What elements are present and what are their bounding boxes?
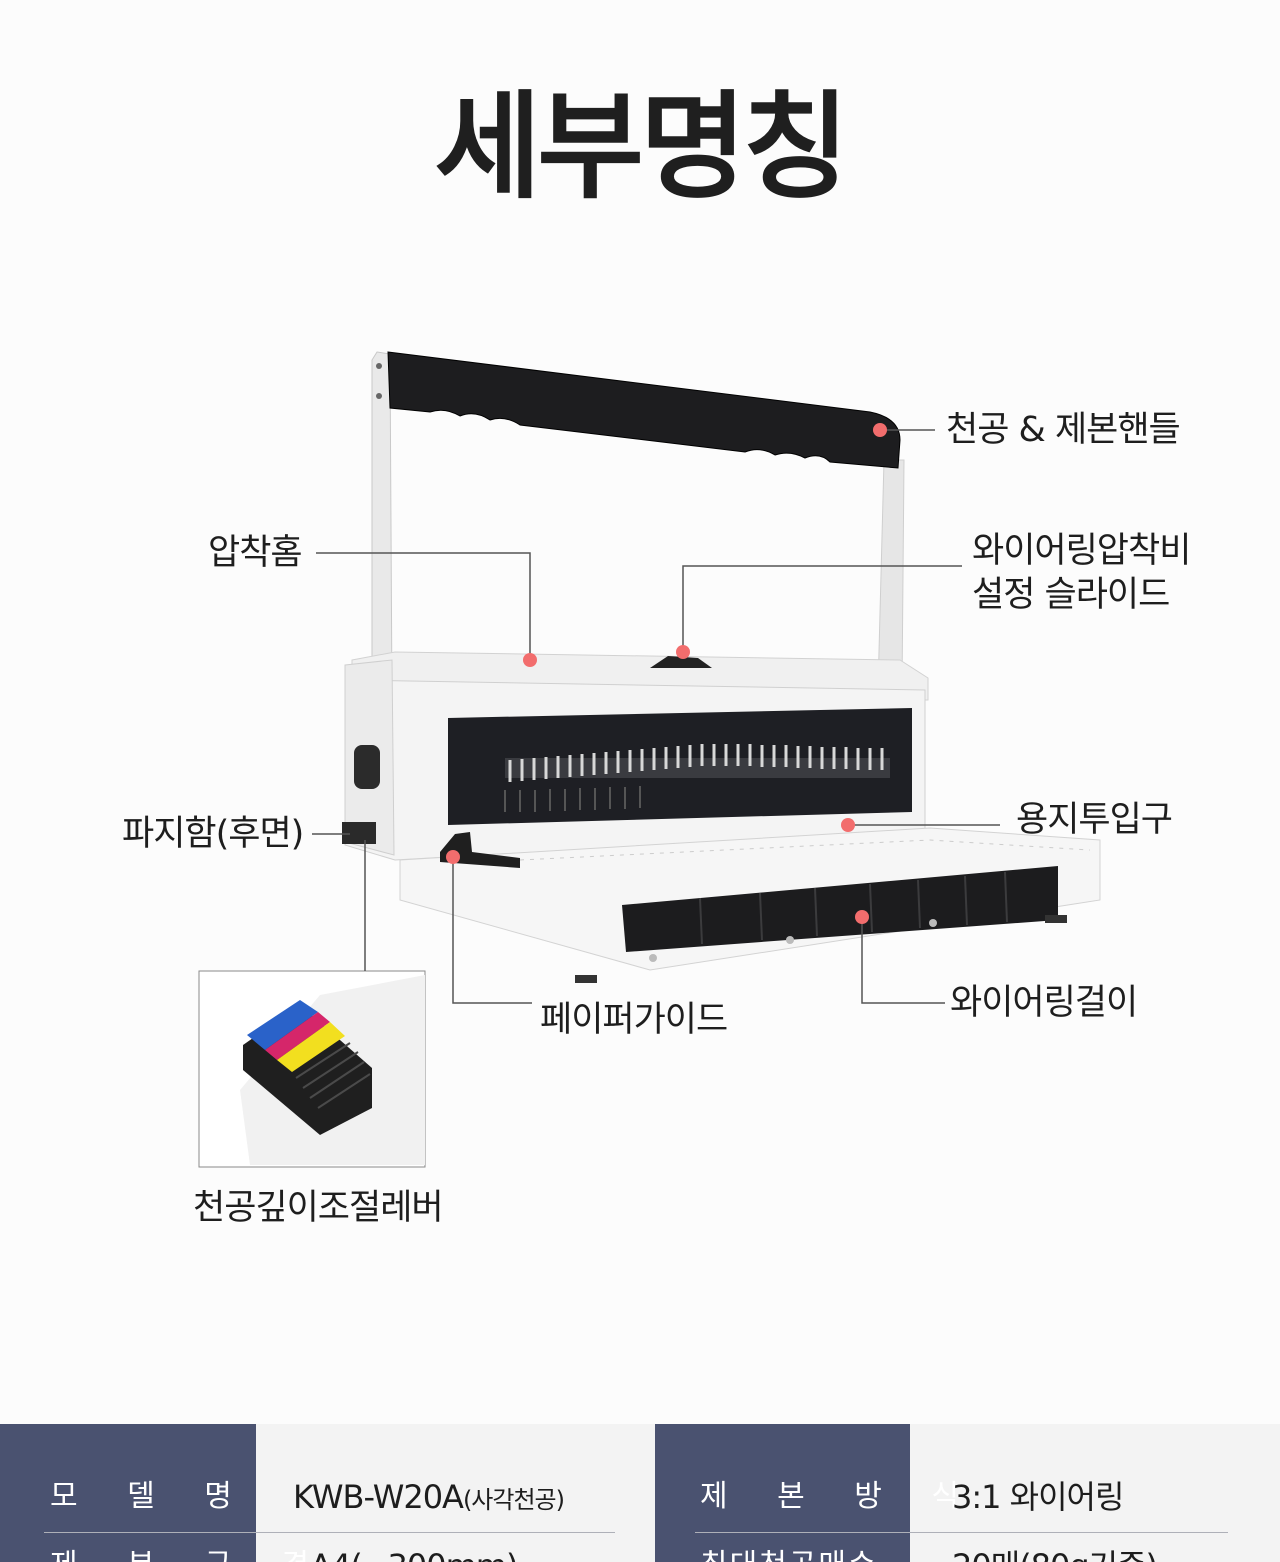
label-wire-hanger: 와이어링걸이 — [950, 983, 1138, 1023]
spec-value-model-name: KWB-W20A — [293, 1478, 464, 1516]
spec-value-model-note: (사각천공) — [462, 1486, 565, 1514]
spec-value-size: A4(~300mm) — [310, 1546, 518, 1562]
label-depth-lever: 천공깊이조절레버 — [193, 1188, 444, 1228]
spec-row-divider — [695, 1532, 1228, 1533]
label-handle: 천공 & 제본핸들 — [946, 410, 1181, 450]
spec-label-capacity: 최대천공매수 — [700, 1546, 878, 1562]
spec-row-divider — [44, 1532, 615, 1533]
spec-header-col-left — [0, 1424, 256, 1562]
label-slide-line2: 설정 슬라이드 — [972, 575, 1170, 615]
label-slide: 와이어링압착비 설정 슬라이드 — [972, 529, 1212, 617]
label-chip-box: 파지함(후면) — [122, 814, 304, 854]
label-paper-inlet: 용지투입구 — [1016, 800, 1173, 840]
spec-value-col-right — [910, 1424, 1280, 1562]
spec-value-capacity: 20매(80g기준) — [952, 1546, 1158, 1562]
label-slide-line1: 와이어링압착비 — [972, 531, 1191, 571]
spec-value-binding: 3:1 와이어링 — [952, 1478, 1124, 1516]
label-paper-guide: 페이퍼가이드 — [540, 1000, 728, 1040]
spec-header-col-right — [655, 1424, 910, 1562]
spec-value-col-left — [256, 1424, 655, 1562]
spec-table: 모 델 명 KWB-W20A(사각천공) 제 본 방 식 3:1 와이어링 제 … — [0, 1424, 1280, 1562]
spec-value-model: KWB-W20A(사각천공) — [293, 1477, 565, 1520]
page-title: 세부명칭 — [434, 80, 850, 215]
label-groove: 압착홈 — [208, 533, 303, 573]
spec-label-binding: 제 본 방 식 — [700, 1479, 980, 1514]
spec-label-size: 제 본 규 격 — [50, 1546, 329, 1562]
spec-label-model: 모 델 명 — [50, 1479, 252, 1514]
binding-machine-illustration — [198, 351, 1101, 1168]
